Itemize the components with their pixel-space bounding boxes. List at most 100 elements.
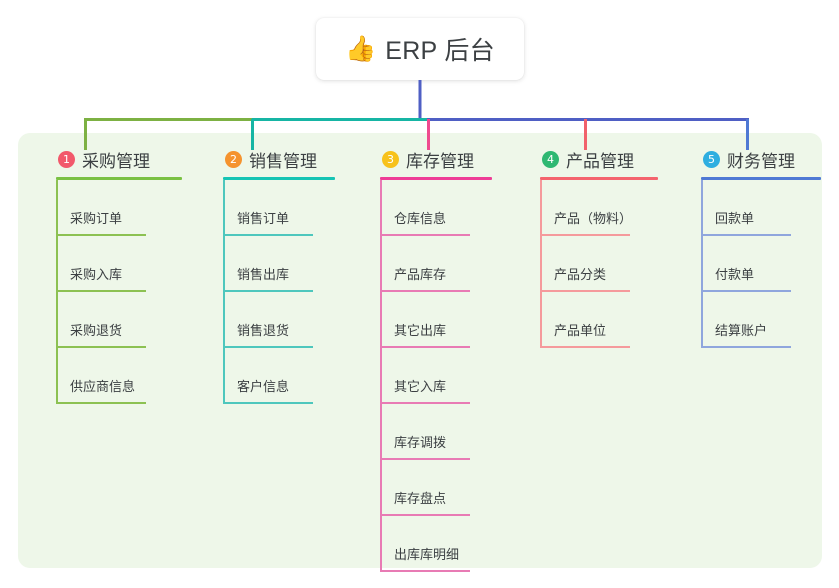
leaf-underline: [701, 346, 791, 348]
leaf-spine-5: [701, 180, 703, 348]
leaf-label: 销售出库: [237, 267, 290, 282]
branch-title-3: 库存管理: [406, 151, 474, 171]
branch-underline-1: [56, 177, 182, 180]
leaf-underline: [223, 290, 313, 292]
leaf-item[interactable]: 出库库明细: [362, 516, 474, 572]
root-node-content: 👍 ERP 后台: [345, 31, 495, 67]
leaf-list-3: 仓库信息产品库存其它出库其它入库库存调拨库存盘点出库库明细: [362, 180, 474, 572]
leaf-label: 产品（物料）: [554, 211, 633, 226]
branch-title-5: 财务管理: [727, 151, 795, 171]
leaf-underline: [380, 346, 470, 348]
leaf-item[interactable]: 库存盘点: [362, 460, 474, 516]
leaf-underline: [701, 290, 791, 292]
branch-column-4: 4 产品管理产品（物料） 产品分类产品单位: [522, 146, 658, 348]
leaf-label: 采购退货: [70, 323, 123, 338]
leaf-item[interactable]: 仓库信息: [362, 180, 474, 236]
branch-header-2[interactable]: 2 销售管理: [205, 146, 335, 180]
leaf-underline: [380, 514, 470, 516]
branch-underline-2: [223, 177, 335, 180]
leaf-item[interactable]: 产品库存: [362, 236, 474, 292]
leaf-item[interactable]: 采购订单: [38, 180, 150, 236]
leaf-label: 客户信息: [237, 379, 290, 394]
branch-title-1: 采购管理: [82, 151, 150, 171]
leaf-underline: [380, 234, 470, 236]
leaf-label: 产品分类: [554, 267, 607, 282]
leaf-item[interactable]: 回款单: [683, 180, 795, 236]
branch-column-5: 5 财务管理回款单付款单结算账户: [683, 146, 821, 348]
thumbs-up-icon: 👍: [345, 34, 377, 63]
leaf-label: 采购入库: [70, 267, 123, 282]
branch-header-row: 2 销售管理: [205, 146, 317, 172]
leaf-label: 回款单: [715, 211, 755, 226]
branch-header-row: 3 库存管理: [362, 146, 474, 172]
leaf-underline: [540, 290, 630, 292]
leaf-label: 结算账户: [715, 323, 768, 338]
branch-underline-3: [380, 177, 492, 180]
leaf-underline: [56, 234, 146, 236]
leaf-item[interactable]: 供应商信息: [38, 348, 150, 404]
branch-header-row: 4 产品管理: [522, 146, 634, 172]
branch-column-2: 2 销售管理销售订单销售出库销售退货客户信息: [205, 146, 335, 404]
branch-header-3[interactable]: 3 库存管理: [362, 146, 492, 180]
leaf-label: 出库库明细: [394, 547, 460, 562]
branch-underline-4: [540, 177, 658, 180]
leaf-list-5: 回款单付款单结算账户: [683, 180, 795, 348]
leaf-item[interactable]: 其它入库: [362, 348, 474, 404]
branch-header-1[interactable]: 1 采购管理: [38, 146, 182, 180]
branch-number-badge-1: 1: [58, 150, 75, 168]
leaf-item[interactable]: 销售出库: [205, 236, 317, 292]
branch-number-badge-4: 4: [542, 150, 559, 168]
leaf-label: 仓库信息: [394, 211, 447, 226]
branch-column-3: 3 库存管理仓库信息产品库存其它出库其它入库库存调拨库存盘点出库库明细: [362, 146, 492, 572]
leaf-spine-2: [223, 180, 225, 404]
branch-header-5[interactable]: 5 财务管理: [683, 146, 821, 180]
leaf-label: 产品库存: [394, 267, 447, 282]
branch-header-4[interactable]: 4 产品管理: [522, 146, 658, 180]
leaf-item[interactable]: 产品单位: [522, 292, 634, 348]
leaf-label: 付款单: [715, 267, 755, 282]
branch-title-4: 产品管理: [566, 151, 634, 171]
leaf-underline: [223, 234, 313, 236]
leaf-underline: [380, 458, 470, 460]
branch-header-row: 5 财务管理: [683, 146, 795, 172]
leaf-spine-4: [540, 180, 542, 348]
branch-number-badge-5: 5: [703, 150, 720, 168]
leaf-item[interactable]: 产品（物料）: [522, 180, 634, 236]
root-node-title: ERP 后台: [385, 37, 495, 65]
leaf-list-4: 产品（物料） 产品分类产品单位: [522, 180, 634, 348]
leaf-item[interactable]: 其它出库: [362, 292, 474, 348]
leaf-underline: [380, 290, 470, 292]
leaf-underline: [701, 234, 791, 236]
leaf-label: 产品单位: [554, 323, 607, 338]
leaf-item[interactable]: 销售订单: [205, 180, 317, 236]
leaf-list-2: 销售订单销售出库销售退货客户信息: [205, 180, 317, 404]
leaf-item[interactable]: 客户信息: [205, 348, 317, 404]
leaf-underline: [56, 402, 146, 404]
leaf-underline: [223, 346, 313, 348]
leaf-item[interactable]: 采购入库: [38, 236, 150, 292]
leaf-label: 库存调拨: [394, 435, 447, 450]
branch-panel: [18, 133, 822, 568]
leaf-spine-1: [56, 180, 58, 404]
leaf-label: 销售退货: [237, 323, 290, 338]
leaf-item[interactable]: 采购退货: [38, 292, 150, 348]
branch-number-badge-2: 2: [225, 150, 242, 168]
root-node[interactable]: 👍 ERP 后台: [316, 18, 524, 80]
leaf-label: 库存盘点: [394, 491, 447, 506]
leaf-label: 采购订单: [70, 211, 123, 226]
leaf-underline: [223, 402, 313, 404]
leaf-underline: [380, 402, 470, 404]
leaf-label: 销售订单: [237, 211, 290, 226]
leaf-item[interactable]: 销售退货: [205, 292, 317, 348]
leaf-item[interactable]: 产品分类: [522, 236, 634, 292]
leaf-underline: [540, 234, 630, 236]
leaf-underline: [56, 346, 146, 348]
branch-number-badge-3: 3: [382, 150, 399, 168]
leaf-item[interactable]: 付款单: [683, 236, 795, 292]
leaf-item[interactable]: 库存调拨: [362, 404, 474, 460]
leaf-underline: [540, 346, 630, 348]
leaf-list-1: 采购订单采购入库采购退货供应商信息: [38, 180, 150, 404]
branch-title-2: 销售管理: [249, 151, 317, 171]
leaf-item[interactable]: 结算账户: [683, 292, 795, 348]
